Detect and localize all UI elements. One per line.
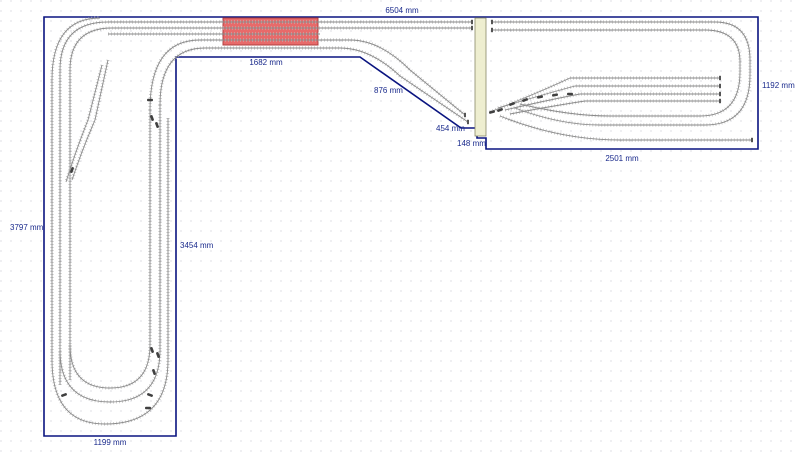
track-segment[interactable] xyxy=(497,85,720,109)
buffer-stop-icon xyxy=(491,19,493,25)
track-switch-icon[interactable] xyxy=(61,393,68,397)
buffer-stop-icon xyxy=(464,112,466,118)
dimension-right-bottom: 2501 mm xyxy=(605,154,639,163)
track-switch-icon[interactable] xyxy=(155,122,159,129)
track-segment[interactable] xyxy=(59,105,161,403)
dimension-notch-height: 454 mm xyxy=(436,124,465,133)
track-switch-icon[interactable] xyxy=(150,347,154,354)
dimension-right-height: 1192 mm xyxy=(762,81,795,90)
dimension-left-height: 3797 mm xyxy=(10,223,44,232)
track-segment[interactable] xyxy=(492,21,751,126)
dimension-inner-height: 3454 mm xyxy=(180,241,214,250)
buffer-group xyxy=(464,19,753,143)
dimension-notch-width: 148 mm xyxy=(457,139,486,148)
track-switch-icon[interactable] xyxy=(152,369,156,376)
buffer-stop-icon xyxy=(491,27,493,33)
dimension-diagonal: 876 mm xyxy=(374,86,403,95)
track-switch-icon[interactable] xyxy=(145,406,151,410)
track-switch-icon[interactable] xyxy=(488,110,496,114)
track-switch-icon[interactable] xyxy=(536,95,544,99)
switch-group xyxy=(61,92,573,410)
buffer-stop-icon xyxy=(719,91,721,97)
track-switch-icon[interactable] xyxy=(150,115,154,122)
track-segment[interactable] xyxy=(59,21,472,385)
buffer-stop-icon xyxy=(471,25,473,31)
buffer-stop-icon xyxy=(751,137,753,143)
track-segment[interactable] xyxy=(509,100,720,115)
track-segment[interactable] xyxy=(69,110,151,389)
dimension-station-length: 1682 mm xyxy=(249,58,283,67)
track-segment[interactable] xyxy=(149,39,466,116)
dimension-bottom-width: 1199 mm xyxy=(94,438,127,447)
track-segment[interactable] xyxy=(159,47,469,123)
track-segment[interactable] xyxy=(492,29,741,117)
buffer-stop-icon xyxy=(719,83,721,89)
track-switch-icon[interactable] xyxy=(522,98,529,102)
track-segment[interactable] xyxy=(65,64,103,183)
track-switch-icon[interactable] xyxy=(567,92,573,96)
buffer-stop-icon xyxy=(719,75,721,81)
track-segment[interactable] xyxy=(71,59,109,181)
track-switch-icon[interactable] xyxy=(147,393,154,397)
track-switch-icon[interactable] xyxy=(156,352,160,359)
track-switch-icon[interactable] xyxy=(147,98,153,102)
track-segment[interactable] xyxy=(51,17,169,425)
track-switch-icon[interactable] xyxy=(497,108,504,112)
track-switch-icon[interactable] xyxy=(551,93,559,97)
track-switch-icon[interactable] xyxy=(70,167,74,174)
buffer-stop-icon xyxy=(719,98,721,104)
track-switch-icon[interactable] xyxy=(509,102,516,106)
buffer-stop-icon xyxy=(467,119,469,125)
track-segment[interactable] xyxy=(504,93,720,111)
track-segment[interactable] xyxy=(499,115,752,141)
track-segment[interactable] xyxy=(69,27,472,380)
buffer-stop-icon xyxy=(471,19,473,25)
track-network xyxy=(50,16,752,426)
bridge-module[interactable] xyxy=(474,17,487,137)
dimension-top-length: 6504 mm xyxy=(385,6,419,15)
